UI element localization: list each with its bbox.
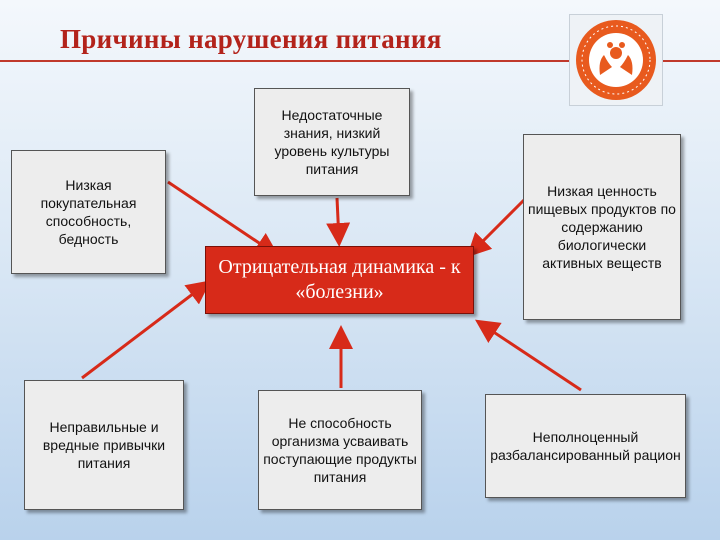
cause-low-income-text: Низкая покупательная способность, беднос… [40,176,137,248]
title-underline [0,60,720,62]
cause-low-income-box: Низкая покупательная способность, беднос… [11,150,166,274]
cause-bad-habits-box: Неправильные и вредные привычки питания [24,380,184,510]
arrow-low-income [167,180,279,257]
arrow-knowledge [326,197,351,247]
cause-low-value-box: Низкая ценность пищевых продуктов по сод… [523,134,681,320]
cause-unbalanced-box: Неполноценный разбалансированный рацион [485,394,686,498]
healthy-nutrition-logo [569,14,663,106]
negative-dynamics-box: Отрицательная динамика - к «болезни» [205,246,474,314]
cause-unbalanced-text: Неполноценный разбалансированный рацион [490,428,681,463]
arrow-low-value [466,194,530,258]
arrow-unbalanced [475,319,582,392]
cause-knowledge-box: Недостаточные знания, низкий уровень кул… [254,88,410,196]
slide-title: Причины нарушения питания [60,24,442,54]
cause-knowledge-text: Недостаточные знания, низкий уровень кул… [274,106,390,178]
cause-low-value-text: Низкая ценность пищевых продуктов по сод… [528,182,676,272]
cause-absorption-box: Не способность организма усваивать посту… [258,390,422,510]
negative-dynamics-text: Отрицательная динамика - к «болезни» [218,256,461,303]
arrow-bad-habits [81,280,211,380]
cause-absorption-text: Не способность организма усваивать посту… [263,414,417,486]
cause-bad-habits-text: Неправильные и вредные привычки питания [42,418,166,472]
